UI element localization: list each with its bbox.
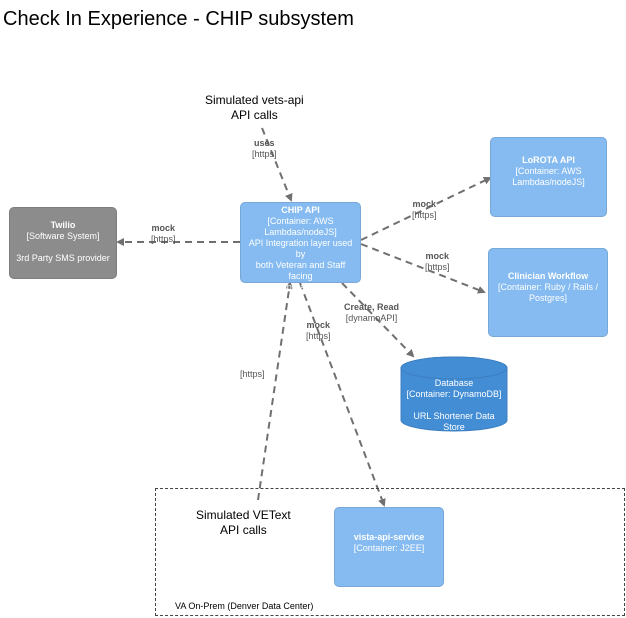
chip-api-name: CHIP API — [281, 205, 320, 215]
edge-tech-twilio: [https] — [151, 234, 176, 244]
actor-vets-api-label: Simulated vets-api API calls — [205, 93, 304, 122]
edge-tech-vista: [https] — [306, 331, 331, 341]
lorota-api-name: LoROTA API — [522, 155, 575, 165]
actor-vets-api: Simulated vets-api API calls — [205, 93, 304, 123]
vista-api-service-tech: [Container: J2EE] — [353, 543, 425, 553]
database-desc: URL Shortener Data Store — [413, 411, 495, 432]
edge-label-clinician: mock [https] — [425, 251, 450, 273]
vista-api-service-name: vista-api-service — [353, 532, 425, 542]
clinician-workflow-node[interactable]: Clinician Workflow [Container: Ruby / Ra… — [488, 248, 608, 337]
edge-verb-uses: uses — [254, 138, 275, 148]
edge-tech-vetext: [https] — [240, 369, 265, 379]
clinician-workflow-name: Clinician Workflow — [507, 271, 589, 281]
va-on-prem-boundary — [155, 488, 625, 616]
edge-chip-to-clinician — [360, 243, 486, 294]
database-cylinder-shape — [400, 356, 508, 432]
database-tech: [Container: DynamoDB] — [406, 389, 502, 399]
edge-vets-api-to-chip — [261, 127, 293, 202]
edge-tech-clinician: [https] — [425, 262, 450, 272]
twilio-tech: [Software System] — [26, 231, 100, 241]
edge-chip-to-vista — [299, 282, 386, 507]
edge-label-twilio: mock [https] — [151, 223, 176, 245]
actor-vetext-label: Simulated VEText API calls — [196, 508, 291, 537]
edge-tech-database: [dynamoAPI] — [345, 313, 398, 323]
edge-label-uses: uses [https] — [252, 138, 277, 160]
diagram-title: Check In Experience - CHIP subsystem — [3, 8, 354, 30]
database-node[interactable]: Database [Container: DynamoDB] URL Short… — [400, 356, 508, 432]
edge-vetext-to-chip — [257, 281, 294, 501]
edge-tech-lorota: [https] — [412, 210, 437, 220]
vista-api-service-node[interactable]: vista-api-service [Container: J2EE] — [334, 507, 444, 587]
edge-verb-database: Create, Read — [344, 302, 400, 312]
lorota-api-node[interactable]: LoROTA API [Container: AWS Lambdas/nodeJ… — [490, 137, 607, 217]
edge-tech-uses: [https] — [252, 149, 277, 159]
edge-label-lorota: mock [https] — [412, 199, 437, 221]
edge-label-vista: mock [https] — [306, 320, 331, 342]
database-text: Database [Container: DynamoDB] URL Short… — [400, 378, 508, 433]
database-name: Database — [434, 378, 474, 388]
chip-api-node[interactable]: CHIP API [Container: AWS Lambdas/nodeJS]… — [240, 202, 361, 292]
lorota-api-tech: [Container: AWS Lambdas/nodeJS] — [512, 166, 585, 187]
chip-api-desc: API Integration layer used by both Veter… — [248, 238, 353, 292]
twilio-desc: 3rd Party SMS provider — [16, 253, 110, 263]
chip-api-tech: [Container: AWS Lambdas/nodeJS] — [264, 216, 337, 237]
twilio-name: Twilio — [50, 220, 76, 230]
twilio-node[interactable]: Twilio [Software System] 3rd Party SMS p… — [9, 207, 117, 279]
edge-chip-to-database — [341, 282, 415, 358]
va-on-prem-boundary-label: VA On-Prem (Denver Data Center) — [175, 601, 314, 611]
edge-verb-vista: mock — [306, 320, 331, 330]
clinician-workflow-tech: [Container: Ruby / Rails / Postgres] — [497, 282, 599, 303]
edge-verb-twilio: mock — [151, 223, 176, 233]
edge-verb-clinician: mock — [425, 251, 450, 261]
edge-label-database: Create, Read [dynamoAPI] — [344, 302, 399, 324]
edge-verb-lorota: mock — [412, 199, 437, 209]
actor-vetext: Simulated VEText API calls — [196, 508, 291, 538]
edge-label-vetext: [https] — [240, 369, 265, 380]
